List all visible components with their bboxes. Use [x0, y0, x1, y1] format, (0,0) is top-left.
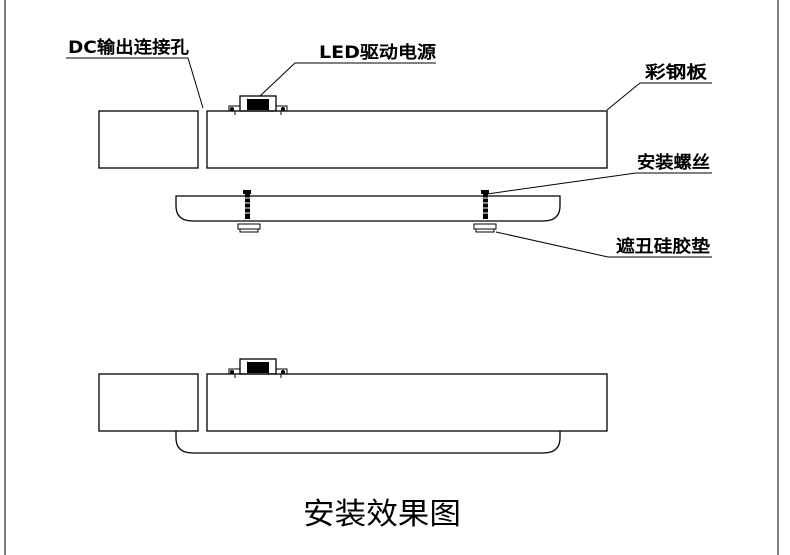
mount-screw-right — [481, 190, 489, 219]
silicone-pad-right — [473, 223, 497, 233]
label-mount-screw: 安装螺丝 — [637, 152, 710, 173]
label-led-driver: LED驱动电源 — [319, 42, 436, 63]
lamp-body-exploded — [175, 195, 561, 222]
steel-plate-main-assembled — [206, 373, 608, 432]
led-driver-box — [228, 95, 288, 115]
assembled-view — [98, 358, 608, 454]
label-dc-hole: DC输出连接孔 — [68, 37, 189, 58]
steel-plate-left-block-assembled — [98, 373, 199, 432]
diagram-caption: 安装效果图 — [303, 497, 461, 532]
mount-screw-left — [243, 190, 251, 219]
lamp-body-assembled — [175, 431, 561, 454]
silicone-pad-left — [237, 223, 261, 233]
label-steel-plate: 彩钢板 — [644, 62, 708, 83]
leader-lines — [66, 57, 712, 258]
label-silicone-pad: 遮丑硅胶垫 — [616, 236, 710, 257]
steel-plate-main — [206, 110, 608, 169]
exploded-view — [98, 95, 608, 233]
steel-plate-left-block — [98, 110, 199, 169]
led-driver-box-assembled — [228, 358, 288, 378]
